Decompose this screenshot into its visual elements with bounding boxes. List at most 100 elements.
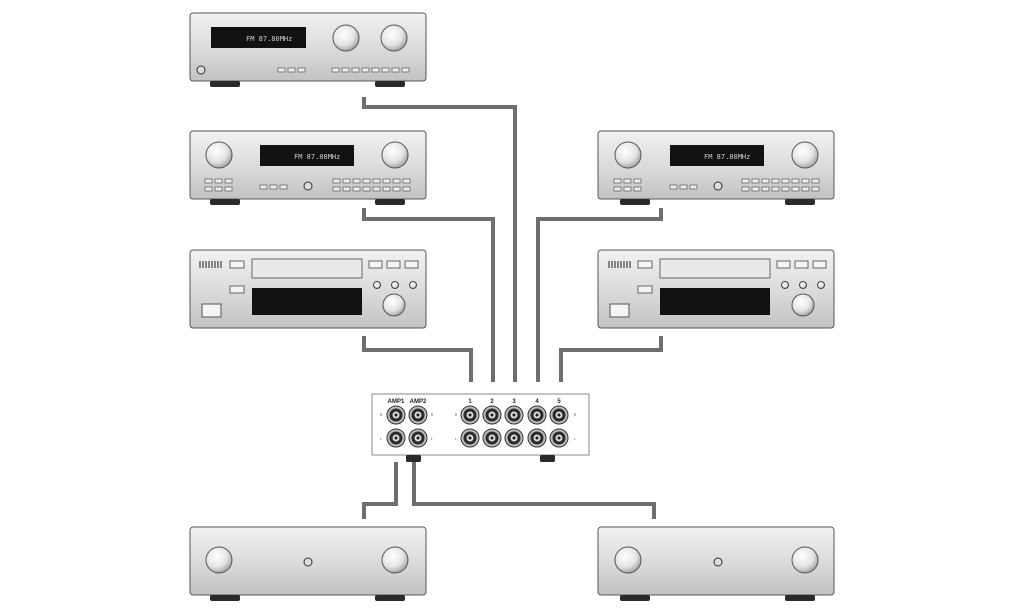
power-button[interactable] [713,181,723,191]
tuner-left: FM 87.80MHz [189,130,427,205]
input-knob[interactable] [205,546,233,574]
amp-output-jack-right[interactable] [386,405,406,425]
cd-button[interactable] [404,260,419,269]
amplifier-left [189,526,427,601]
cd-volume-knob[interactable] [791,293,815,317]
disc-tray[interactable] [251,258,363,279]
rca-jacks [386,405,569,448]
switcher-foot [406,455,421,462]
amp-output-jack-left[interactable] [408,428,428,448]
cd-button[interactable] [812,260,827,269]
amp-output-jack-left[interactable] [386,428,406,448]
input-selector-knob[interactable] [332,24,360,52]
cd-button[interactable] [386,260,401,269]
input-2-label: 2 [490,399,494,405]
tuner-right: FM 87.80MHz [597,130,835,205]
input-jack-right[interactable] [504,405,524,425]
level-meter-icon [199,261,222,268]
cd-player-right [597,249,835,329]
amplifier-foot [375,595,405,601]
cd-small-knob[interactable] [799,281,807,289]
input-jack-left[interactable] [527,428,547,448]
cd-small-knob[interactable] [373,281,381,289]
cd-small-knob[interactable] [409,281,417,289]
amp1-label: AMP1 [388,399,405,405]
cd-button[interactable] [229,285,245,294]
tuning-knob[interactable] [614,141,642,169]
cd-small-knob[interactable] [781,281,789,289]
tuner-display-text: FM 87.80MHz [294,153,340,161]
amp2-label: AMP2 [410,399,427,405]
power-button[interactable] [713,557,723,567]
cd-button[interactable] [368,260,383,269]
amplifier-foot [785,595,815,601]
tuner-foot [375,199,405,205]
power-button[interactable] [303,181,313,191]
receiver-display [211,27,306,48]
cd-button[interactable] [794,260,809,269]
volume-knob[interactable] [381,546,409,574]
volume-knob[interactable] [381,141,409,169]
channel-label-right: R [380,413,383,417]
power-button[interactable] [609,303,630,318]
tuner-display [260,145,354,166]
input-4-label: 4 [535,399,539,405]
cable-amp2-to-right-amplifier [412,462,656,519]
channel-label-left: L [574,437,576,441]
cd-button[interactable] [229,260,245,269]
cd-volume-knob[interactable] [382,293,406,317]
power-button[interactable] [196,65,206,75]
audio-switcher: AMP1 AMP2 1 2 3 4 5 R R R R L L L L [371,393,590,462]
input-jack-right[interactable] [527,405,547,425]
cable-cd-right-to-input-5 [559,336,663,382]
channel-label-left: L [380,437,382,441]
input-jack-right[interactable] [482,405,502,425]
cd-player-left [189,249,427,329]
cables [362,97,663,519]
input-jack-left[interactable] [504,428,524,448]
input-knob[interactable] [614,546,642,574]
channel-label-right: R [431,413,434,417]
receiver-display-text: FM 87.80MHz [246,35,292,43]
cd-button[interactable] [776,260,791,269]
cd-button[interactable] [637,285,653,294]
disc-tray[interactable] [659,258,771,279]
top-receiver: FM 87.80MHz [189,12,427,87]
cd-small-knob[interactable] [391,281,399,289]
cable-cd-left-to-input-1 [362,336,473,382]
input-5-label: 5 [557,399,561,405]
cable-tuner-left-to-input-2 [362,208,495,382]
cable-tuner-right-to-input-4 [536,208,663,382]
tuner-button-grid [613,178,820,192]
tuner-display-text: FM 87.80MHz [704,153,750,161]
cd-small-knob[interactable] [817,281,825,289]
cable-top-receiver-to-input-3 [362,97,517,382]
channel-label-right: R [574,413,577,417]
power-button[interactable] [303,557,313,567]
cd-display [660,288,770,315]
input-3-label: 3 [512,399,516,405]
amp-output-jack-right[interactable] [408,405,428,425]
input-jack-left[interactable] [549,428,569,448]
tuner-foot [785,199,815,205]
input-jack-left[interactable] [482,428,502,448]
cable-amp1-to-left-amplifier [362,462,398,519]
receiver-foot [375,81,405,87]
channel-label-left: L [455,437,457,441]
power-button[interactable] [201,303,222,318]
cd-button[interactable] [637,260,653,269]
tuning-knob[interactable] [205,141,233,169]
input-jack-right[interactable] [549,405,569,425]
input-jack-right[interactable] [460,405,480,425]
volume-knob[interactable] [791,141,819,169]
switcher-foot [540,455,555,462]
amplifier-right [597,526,835,601]
channel-label-left: L [431,437,433,441]
input-jack-left[interactable] [460,428,480,448]
input-1-label: 1 [468,399,472,405]
volume-knob[interactable] [380,24,408,52]
receiver-button-row [277,67,410,73]
volume-knob[interactable] [791,546,819,574]
cd-display [252,288,362,315]
